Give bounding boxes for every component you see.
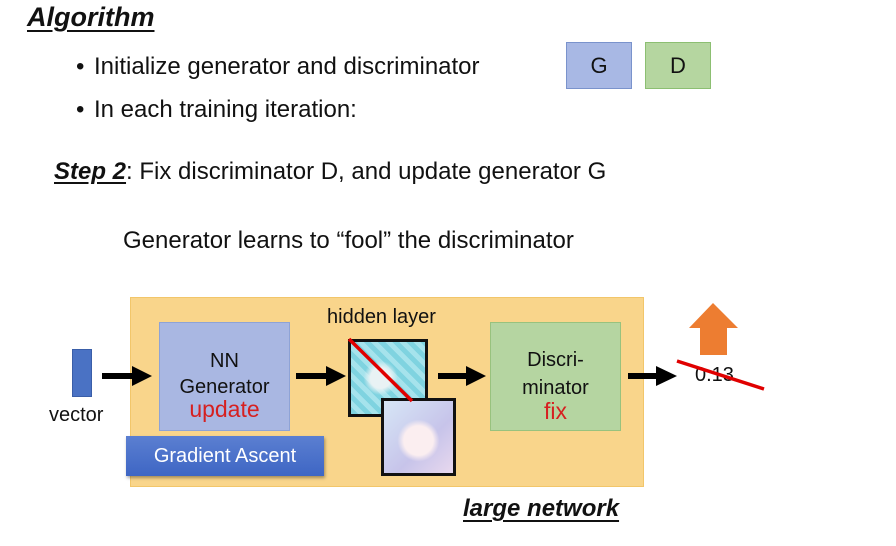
arrow-discriminator-to-output (628, 366, 677, 386)
large-network-label: large network (463, 495, 620, 522)
vector-label: vector (49, 404, 104, 426)
generated-image-new (381, 398, 456, 476)
discriminator-line2: minator (522, 377, 589, 399)
step-label: Step 2 (54, 158, 127, 185)
bullet-dot-icon: • (76, 96, 85, 123)
input-vector-icon (72, 349, 92, 397)
discriminator-legend-box: D (645, 42, 711, 89)
bullet-training-iteration: • In each training iteration: (76, 96, 357, 124)
step-text: : Fix discriminator D, and update genera… (126, 158, 607, 185)
strike-old-image (347, 337, 414, 403)
bullet-initialize: • Initialize generator and discriminator (76, 53, 480, 81)
generator-line1: NN (210, 350, 239, 372)
step-heading: Step 2: Fix discriminator D, and update … (54, 158, 606, 186)
generator-status: update (189, 396, 260, 422)
bullet-dot-icon: • (76, 53, 85, 80)
bullet-text: In each training iteration: (94, 96, 357, 123)
hidden-layer-label: hidden layer (327, 306, 436, 328)
arrow-generator-to-hidden (296, 366, 346, 386)
generator-block: NN Generator update (159, 322, 290, 431)
discriminator-status: fix (544, 398, 567, 424)
gradient-ascent-button[interactable]: Gradient Ascent (126, 436, 324, 476)
strike-output-score (676, 359, 765, 391)
subtitle: Generator learns to “fool” the discrimin… (123, 227, 574, 254)
discriminator-block: Discri- minator fix (490, 322, 621, 431)
slide-title: Algorithm (27, 2, 155, 32)
generator-legend-box: G (566, 42, 632, 89)
discriminator-line1: Discri- (527, 349, 584, 371)
arrow-vector-to-generator (102, 366, 152, 386)
up-arrow-icon (689, 303, 738, 355)
arrow-hidden-to-discriminator (438, 366, 486, 386)
bullet-text: Initialize generator and discriminator (94, 53, 480, 80)
generator-line2: Generator (179, 376, 270, 398)
